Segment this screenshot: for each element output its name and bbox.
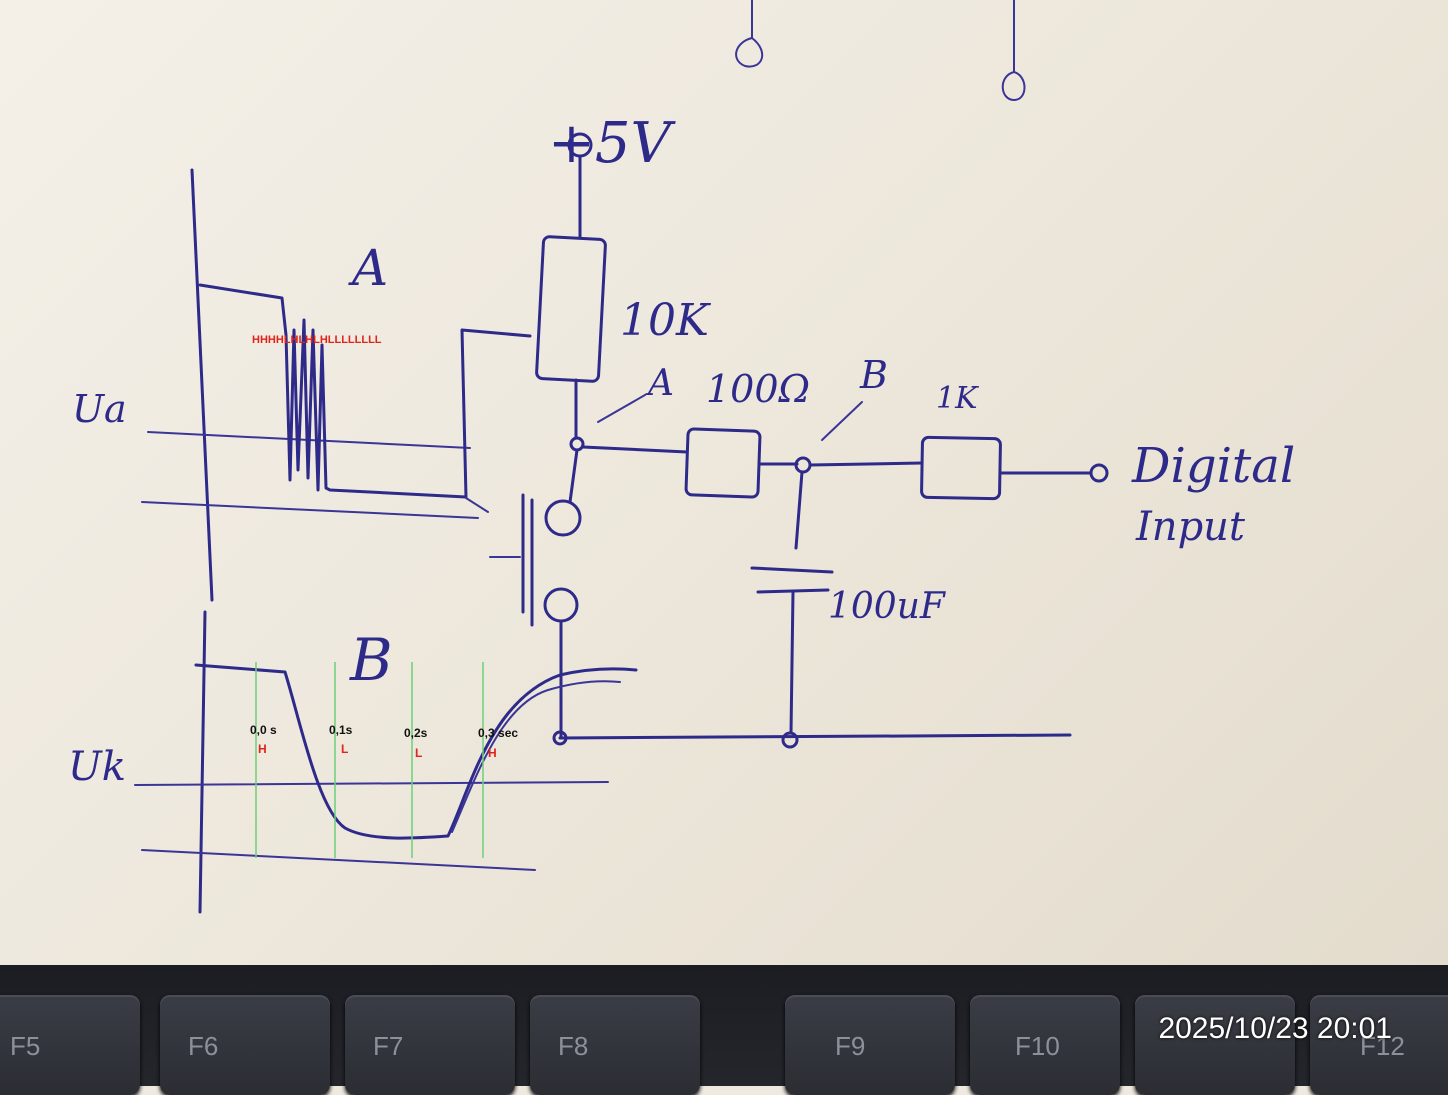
- node-b-label: B: [859, 353, 888, 397]
- timeline-state-0: H: [258, 742, 267, 756]
- timeline-time-0: 0,0 s: [250, 723, 277, 737]
- output-label-line1: Digital: [1131, 438, 1295, 494]
- graph-a-axis-label: Ua: [72, 387, 127, 431]
- wire-node-a-to-series-resistor: [581, 445, 689, 454]
- graph-a-arrow-to-switch: [465, 497, 489, 513]
- graph-a: A Ua HHHHLHLHLHLLLLLLLL: [72, 168, 532, 602]
- pullup-resistor: [535, 235, 607, 383]
- graph-b-vertical-axis: [198, 610, 207, 914]
- output-terminal: [1089, 463, 1109, 483]
- timeline-time-2: 0,2s: [404, 726, 428, 740]
- graph-a-bounce-signal: [198, 283, 532, 499]
- timeline-state-1: L: [341, 742, 348, 756]
- ground-junction-capacitor: [781, 731, 799, 749]
- node-b-pointer: [821, 401, 863, 441]
- photo-timestamp: 2025/10/23 20:01: [1158, 1012, 1392, 1045]
- graph-b-filtered-signal: [194, 663, 638, 840]
- capacitor: [750, 470, 834, 735]
- key-f9: F9: [785, 995, 955, 1095]
- ground-rail: [558, 733, 1072, 740]
- series-resistor: [684, 427, 762, 499]
- doodle-loop-right: [1001, 0, 1026, 101]
- circuit-sketch: +5V 10K A 100Ω B 1K Digital Input 100uF: [68, 0, 1295, 914]
- series-resistor-label: 100Ω: [706, 367, 810, 411]
- pullup-resistor-label: 10K: [620, 295, 711, 346]
- keyboard: F5 F6 F7 F8 F9 F10 F12: [0, 965, 1448, 1095]
- wire-node-b-to-output-resistor: [808, 461, 924, 467]
- push-button-switch: [489, 448, 582, 740]
- paper-sheet: +5V 10K A 100Ω B 1K Digital Input 100uF: [0, 0, 1448, 975]
- key-f7: F7: [345, 995, 515, 1095]
- doodle-loop-left: [735, 0, 764, 68]
- graph-a-bounce-pattern: HHHHLHLHLHLLLLLLLL: [252, 334, 382, 346]
- key-f12: F12: [1310, 995, 1448, 1095]
- key-f8: F8: [530, 995, 700, 1095]
- graph-a-low-line: [141, 501, 479, 519]
- graph-b-upper-line: [134, 781, 609, 786]
- graph-b-axis-label: Uk: [68, 744, 126, 790]
- output-resistor: [920, 435, 1002, 501]
- key-f6: F6: [160, 995, 330, 1095]
- node-a-pointer: [597, 394, 646, 423]
- supply-terminal: [567, 132, 593, 240]
- key-unlabeled: [1135, 995, 1295, 1095]
- key-f10: F10: [970, 995, 1120, 1095]
- node-a-label: A: [645, 363, 674, 404]
- capacitor-label: 100uF: [828, 586, 947, 627]
- node-a-junction: [569, 436, 585, 452]
- graph-a-title: A: [348, 239, 388, 297]
- graph-b-lower-line: [141, 849, 536, 871]
- timeline-time-1: 0,1s: [329, 723, 353, 737]
- ground-junction-switch: [552, 730, 568, 746]
- timeline-state-2: L: [415, 746, 422, 760]
- graph-a-vertical-axis: [190, 168, 214, 602]
- graph-b: B Uk 0,0 s H 0,1s L 0,2s L 0,3 sec H: [68, 610, 638, 914]
- graph-b-title: B: [349, 626, 393, 694]
- output-label-line2: Input: [1135, 504, 1246, 550]
- key-f5: F5: [0, 995, 140, 1095]
- timeline-time-3: 0,3 sec: [478, 726, 518, 740]
- graph-b-filtered-signal-trace: [451, 680, 621, 833]
- supply-label: +5V: [548, 111, 677, 176]
- output-resistor-label: 1K: [936, 381, 979, 416]
- timeline-state-3: H: [488, 746, 497, 760]
